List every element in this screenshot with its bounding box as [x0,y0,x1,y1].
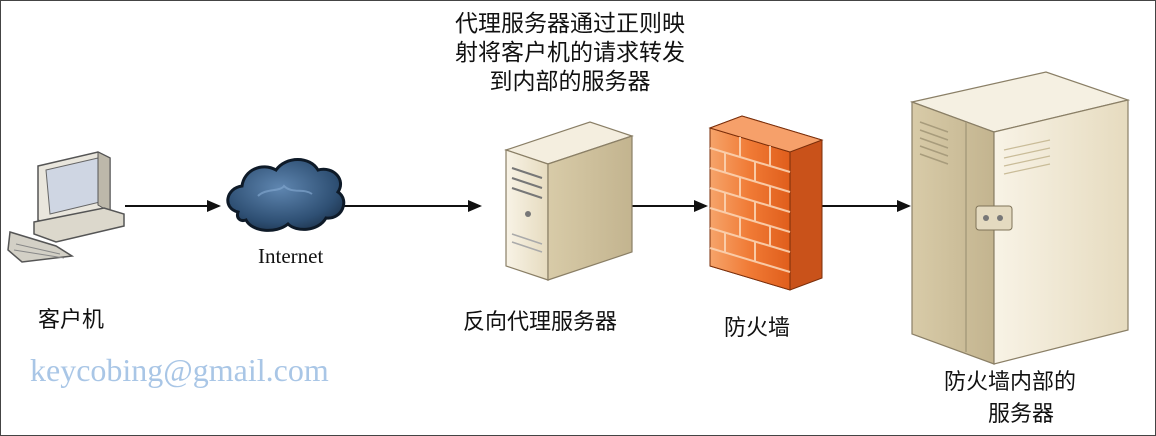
firewall-label: 防火墙 [724,316,791,341]
watermark-text: keycobing@gmail.com [30,352,329,388]
annotation-line: 射将客户机的请求转发 [455,40,685,66]
desktop-computer-icon [7,151,125,263]
internal-server-label-line2: 服务器 [988,402,1055,427]
annotation-text: 代理服务器通过正则映 射将客户机的请求转发 到内部的服务器 [415,10,725,97]
client-label: 客户机 [38,308,105,333]
brick-firewall-icon [708,115,824,291]
reverse-proxy-label: 反向代理服务器 [463,310,618,335]
cloud-icon [226,158,346,232]
server-icon [504,121,634,281]
annotation-line: 代理服务器通过正则映 [455,11,685,37]
large-server-icon [909,71,1131,365]
internet-label: Internet [258,244,324,268]
annotation-line: 到内部的服务器 [489,69,651,95]
internal-server-label-line1: 防火墙内部的 [944,370,1077,395]
